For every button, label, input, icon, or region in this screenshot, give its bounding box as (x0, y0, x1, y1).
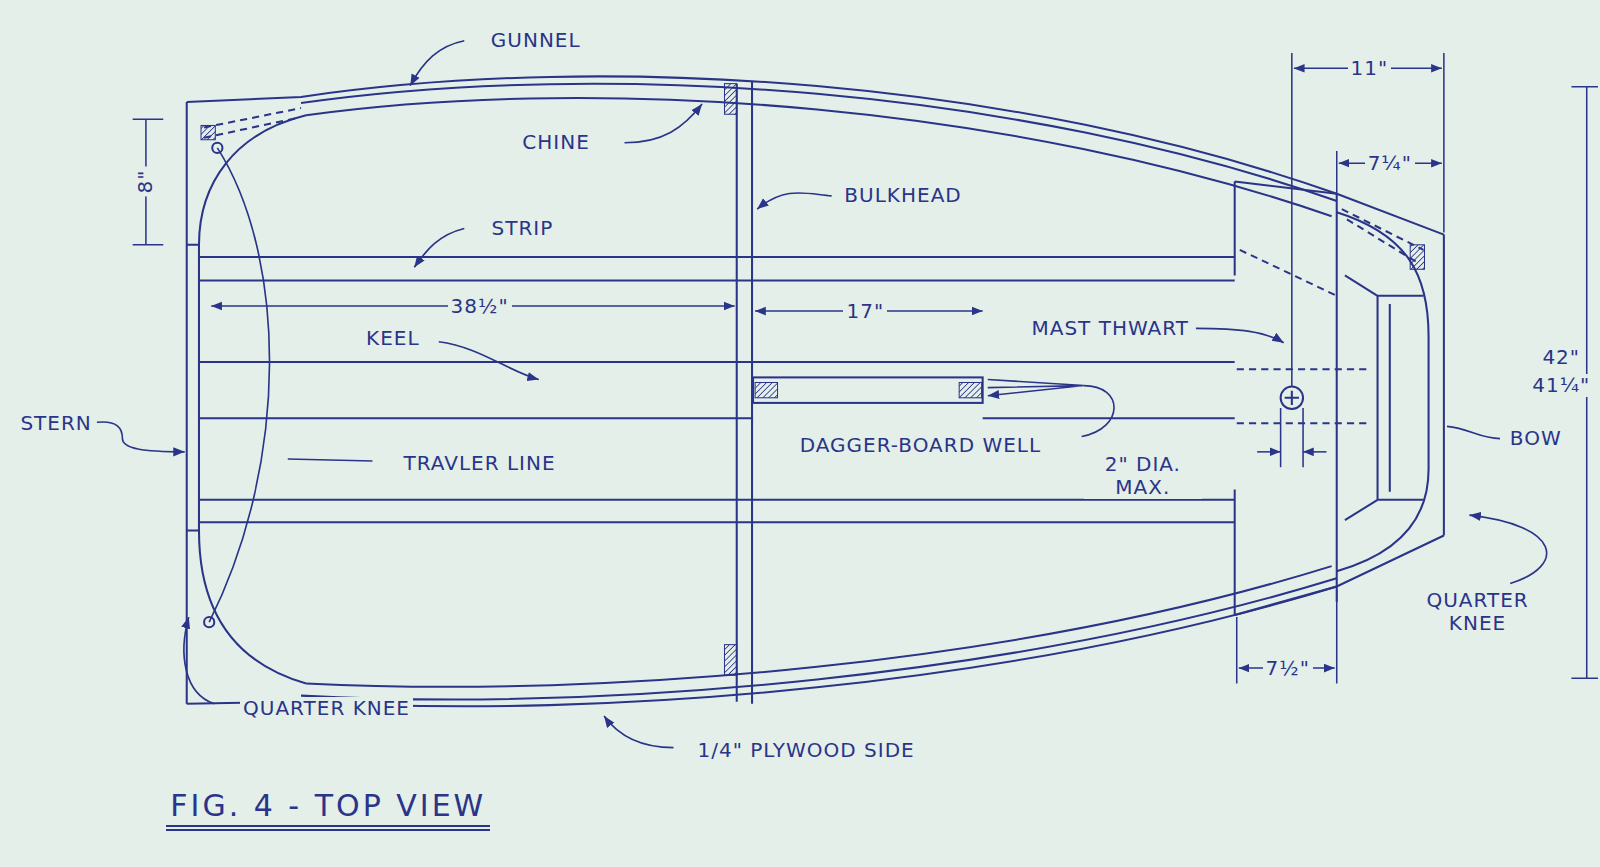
traveler-eye (212, 143, 222, 153)
part-label: QUARTER KNEE (240, 697, 413, 720)
hatched-blocks (201, 84, 1424, 676)
hatched-block (755, 383, 777, 398)
dimension-label: 7¼" (1365, 152, 1415, 175)
leader (988, 379, 1084, 395)
gunnel-top (187, 76, 1444, 234)
part-label: KEEL (363, 327, 423, 350)
dimension-label: 11" (1348, 57, 1392, 80)
bow-transom (1443, 235, 1445, 536)
ext-11 (1292, 53, 1444, 387)
leader (604, 716, 673, 748)
dimension-label: 7½" (1263, 657, 1313, 680)
dimension-label: 8" (134, 167, 157, 197)
leader (410, 41, 464, 86)
dimension-label: 2" DIA. MAX. (1084, 453, 1202, 499)
transom (186, 102, 188, 704)
mast-thwart-edge (1336, 194, 1338, 602)
gunnel-inner-bottom (301, 578, 1337, 699)
dagger-board-well (753, 377, 983, 403)
strips (199, 257, 1235, 522)
dimension-label: 41¼" (1529, 374, 1593, 397)
hatched-block (724, 84, 736, 115)
part-label: CHINE (519, 131, 593, 154)
leader (1447, 426, 1500, 438)
stern-inner (199, 115, 306, 683)
ext-7h (1237, 590, 1337, 684)
part-label: STRIP (489, 217, 557, 240)
mast-center (1285, 391, 1299, 405)
part-label: 1/4" PLYWOOD SIDE (695, 739, 918, 762)
traveler-line (209, 148, 269, 622)
mast-thwart (1235, 182, 1337, 616)
leader (97, 422, 185, 452)
leader (1196, 328, 1284, 342)
dim-2 (1257, 451, 1280, 453)
dimension-label: 17" (843, 300, 887, 323)
leader (184, 617, 214, 704)
leader (288, 459, 373, 461)
leader (1469, 515, 1546, 583)
ext-7q (1336, 151, 1338, 194)
leader (757, 193, 831, 209)
part-label: GUNNEL (488, 29, 584, 52)
hatched-block (1410, 245, 1424, 269)
part-label: BOW (1507, 427, 1565, 450)
dimension-label: 42" (1539, 346, 1583, 369)
leader (1082, 386, 1114, 437)
leader (439, 342, 539, 380)
part-label: MAST THWART (1028, 317, 1191, 340)
hatched-block (724, 645, 736, 676)
hatched-block (201, 125, 215, 139)
transom-step (187, 245, 199, 531)
figure-caption: FIG. 4 - TOP VIEW (166, 788, 490, 831)
dimension-lines (133, 53, 1598, 683)
dim-2 (1303, 451, 1326, 453)
leader-lines (97, 41, 1547, 748)
part-label: QUARTER KNEE (1418, 589, 1536, 635)
chine-top (306, 98, 1332, 216)
part-label: TRAVLER LINE (401, 452, 559, 475)
mast-hole (1281, 387, 1303, 409)
leader (624, 104, 702, 143)
chine-bottom (306, 566, 1332, 687)
hidden-lines (1237, 250, 1368, 423)
hull-outline (187, 76, 1444, 706)
bow-inner (1337, 212, 1429, 571)
bow-block (1345, 275, 1424, 520)
bulkhead (737, 82, 752, 704)
part-label: STERN (17, 412, 94, 435)
dimension-label: 38½" (448, 295, 512, 318)
dim-8 (133, 119, 164, 244)
gunnel-bottom (187, 536, 1444, 707)
part-label: BULKHEAD (841, 184, 964, 207)
hatched-block (959, 383, 981, 398)
quarter-knee-hidden (204, 108, 1423, 263)
traveler-eye (204, 617, 214, 627)
leader (414, 228, 464, 267)
part-label: DAGGER-BOARD WELL (797, 434, 1044, 457)
ext-2 (1281, 408, 1303, 467)
